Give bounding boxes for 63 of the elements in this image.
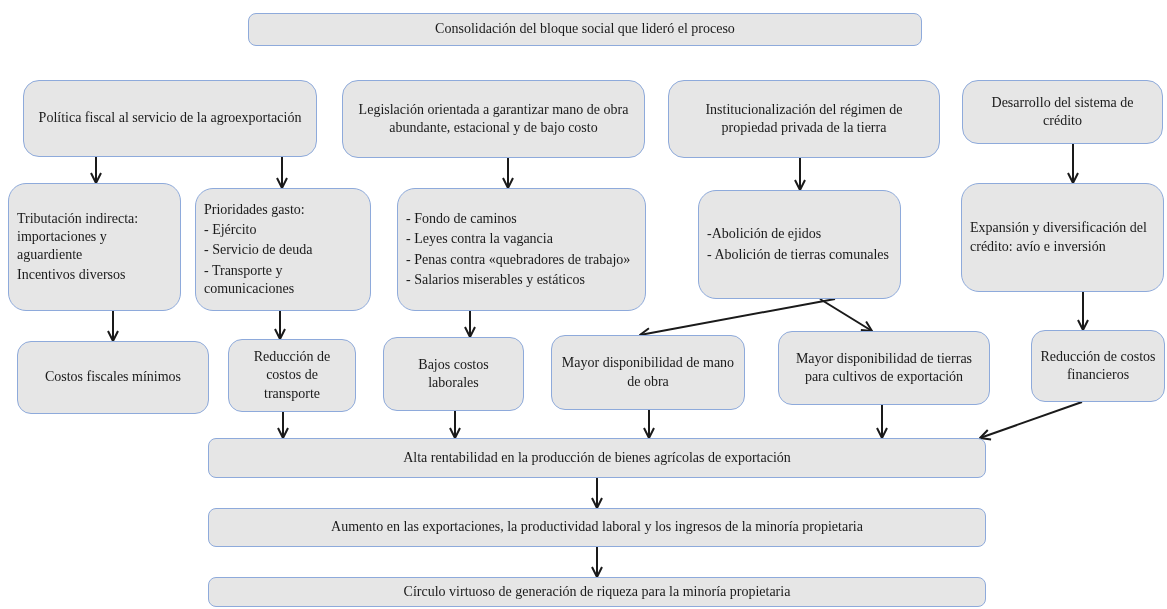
box-text: Mayor disponibilidad de mano de obra [560,354,736,391]
arrow [274,310,286,340]
box-text: - Leyes contra la vagancia [406,230,553,249]
box-text: Alta rentabilidad en la producción de bienes agrícolas de exportación [403,448,791,467]
arrow [1077,291,1089,331]
process-box [778,331,990,405]
box-text: - Salarios miserables y estáticos [406,270,585,289]
process-box [248,13,922,46]
process-box [397,188,646,311]
box-text: Legislación orientada a garantizar mano de obra abundante, estacional y de bajo costo [357,100,630,137]
box-text: Incentivos diversos [17,266,126,285]
box-text: Círculo virtuoso de generación de riqueza para la minoría propietaria [403,582,791,601]
box-text: Aumento en las exportaciones, la productividad laboral y los ingresos de la minoría propietaria [331,518,863,537]
arrow [107,310,119,342]
box-text: Mayor disponibilidad de tierras para cultivos de exportación [794,349,974,386]
arrow [276,156,288,189]
arrow [979,401,1083,441]
box-text: Prioridades gasto: [204,201,305,220]
box-text: - Servicio de deuda [204,241,313,260]
arrow [643,409,655,439]
box-text: Expansión y diversificación del crédito: avío e inversión [970,219,1148,256]
box-text: - Ejército [204,221,257,240]
arrow [591,546,603,578]
arrow [277,411,289,439]
box-text: Tributación indirecta: importaciones y aguardiente [17,209,140,264]
process-box [208,508,986,547]
box-text: - Fondo de caminos [406,210,517,229]
process-box [208,438,986,478]
process-box [195,188,371,311]
box-text: Institucionalización del régimen de propiedad privada de la tierra [704,100,904,137]
process-box [17,341,209,414]
process-box [668,80,940,158]
arrow [449,410,461,439]
process-box [342,80,645,158]
arrow [819,298,873,332]
arrow [90,156,102,184]
process-box [383,337,524,411]
box-text: - Abolición de tierras comunales [707,245,889,264]
process-box [8,183,181,311]
box-text: - Transporte y comunicaciones [204,261,296,298]
box-text: Reducción de costos de transporte [252,348,332,403]
box-text: Desarrollo del sistema de crédito [990,93,1135,130]
arrow [464,310,476,338]
process-box [698,190,901,299]
process-box [228,339,356,412]
arrow [1067,143,1079,184]
box-text: Bajos costos laborales [417,355,490,392]
arrow [502,157,514,189]
process-box [961,183,1164,292]
process-box [23,80,317,157]
box-text: Reducción de costos financieros [1040,347,1156,384]
process-box [208,577,986,607]
box-text: -Abolición de ejidos [707,225,822,244]
process-box [1031,330,1165,402]
box-text: Costos fiscales mínimos [44,368,182,387]
arrow [876,404,888,439]
arrow [794,157,806,191]
box-text: Consolidación del bloque social que lideró el proceso [435,20,735,39]
box-text: - Penas contra «quebradores de trabajo» [406,250,631,269]
arrow [591,477,603,509]
process-box [551,335,745,410]
box-text: Política fiscal al servicio de la agroexportación [38,109,302,128]
process-box [962,80,1163,144]
